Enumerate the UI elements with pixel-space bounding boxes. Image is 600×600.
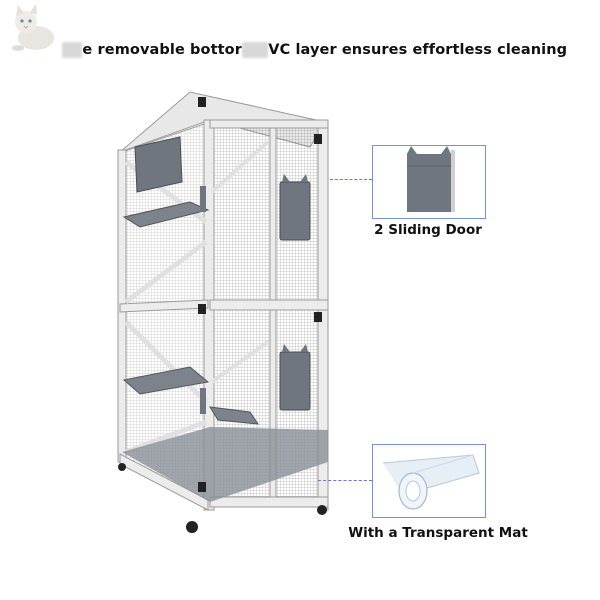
headline-hidden-mid: n P bbox=[241, 42, 269, 58]
headline-part-2: VC layer ensures effortless cleaning bbox=[268, 42, 568, 58]
callout-caption: With a Transparent Mat bbox=[348, 525, 528, 541]
transparent-mat-image bbox=[382, 454, 480, 510]
cat-cage-illustration bbox=[117, 91, 329, 533]
headline-hidden-start: Th bbox=[62, 42, 83, 58]
sliding-door-image bbox=[407, 146, 455, 212]
headline: The removable bottorn PVC layer ensures … bbox=[62, 42, 582, 58]
cat-photo bbox=[4, 2, 62, 52]
callout-leader-line bbox=[330, 179, 372, 180]
callout-caption: 2 Sliding Door bbox=[374, 222, 482, 238]
headline-part-1: e removable bottor bbox=[82, 42, 242, 58]
sliding-door-inset bbox=[372, 145, 486, 219]
transparent-mat-inset bbox=[372, 444, 486, 518]
callout-leader-line bbox=[318, 480, 372, 481]
